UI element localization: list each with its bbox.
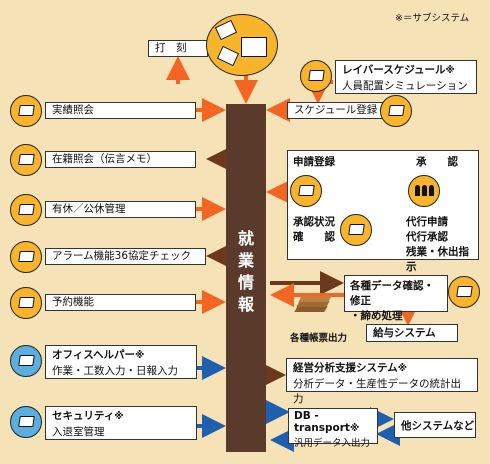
laptop-icon bbox=[300, 60, 332, 92]
laptop-icon bbox=[380, 95, 412, 127]
laptop-icon bbox=[10, 345, 42, 377]
laptop-icon bbox=[290, 175, 322, 207]
labor-schedule-box[interactable]: レイバースケジュール※ 人員配置シミュレーション bbox=[335, 60, 477, 94]
central-bar bbox=[226, 104, 266, 452]
forms-stack-icon bbox=[294, 296, 332, 316]
db-transport-box[interactable]: DB - transport※ 汎用データ入出力 bbox=[288, 408, 378, 449]
payroll-system[interactable]: 給与システム bbox=[366, 324, 458, 342]
other-systems[interactable]: 他システムなど bbox=[394, 412, 476, 438]
left-item-3[interactable]: 有休／公休管理 bbox=[45, 201, 196, 218]
laptop-icon bbox=[10, 287, 42, 319]
office-helper-box[interactable]: オフィスヘルパー※ 作業・工数入力・日報入力 bbox=[45, 345, 197, 379]
laptop-icon bbox=[10, 95, 42, 127]
people-icon bbox=[408, 175, 440, 207]
legend-note: ※＝サブシステム bbox=[395, 13, 470, 24]
left-item-4[interactable]: アラーム機能36協定チェック bbox=[45, 248, 206, 265]
laptop-icon bbox=[340, 214, 372, 246]
security-box[interactable]: セキュリティ※ 入退室管理 bbox=[45, 406, 197, 440]
left-item-5[interactable]: 予約機能 bbox=[45, 294, 196, 311]
analysis-box[interactable]: 経営分析支援システム※ 分析データ・生産性データの統計出力 bbox=[286, 358, 478, 405]
approval-block: 申請登録 承 認 承認状況 確 認 代行申請 代行承認 残業・休出指示 bbox=[287, 150, 479, 273]
data-check-box[interactable]: 各種データ確認・修正 ・締め処理 bbox=[344, 275, 448, 322]
forms-output-label: 各種帳票出力 bbox=[290, 333, 348, 344]
schedule-registration[interactable]: スケジュール登録 bbox=[287, 102, 389, 119]
laptop-icon bbox=[10, 241, 42, 273]
laptop-icon bbox=[10, 194, 42, 226]
laptop-icon bbox=[10, 144, 42, 176]
dakoku-terminal-icon bbox=[206, 14, 278, 76]
dakoku-label: 打 刻 bbox=[148, 40, 208, 57]
left-item-1[interactable]: 実績照会 bbox=[45, 102, 196, 119]
laptop-icon bbox=[10, 406, 42, 438]
laptop-icon bbox=[448, 276, 480, 308]
left-item-2[interactable]: 在籍照会（伝言メモ） bbox=[45, 151, 196, 168]
central-label: 就業情報 bbox=[237, 229, 254, 314]
